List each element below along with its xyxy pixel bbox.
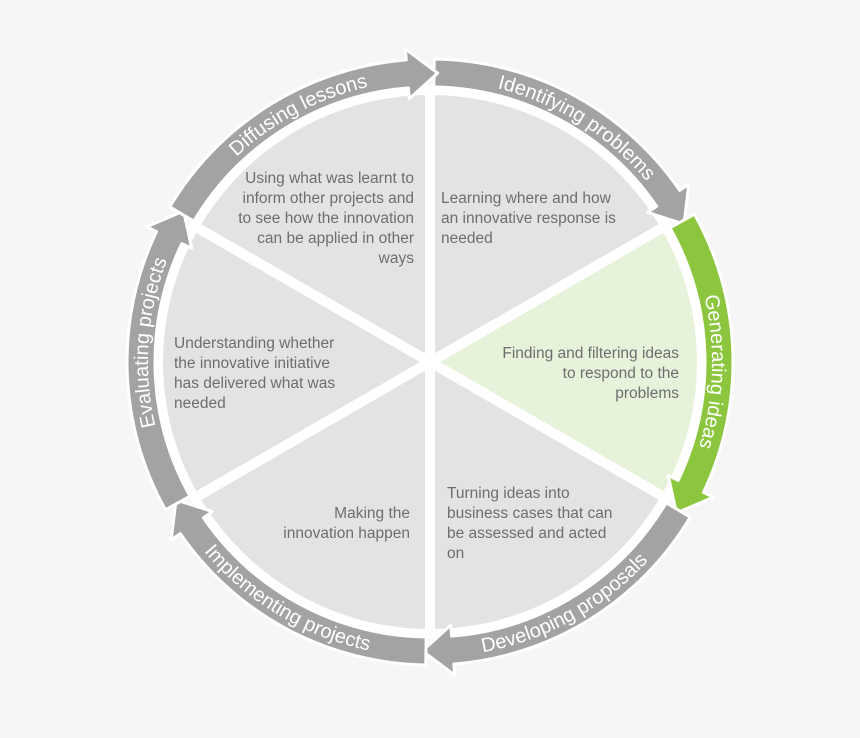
description-line: business cases that can (447, 505, 612, 522)
description-line: inform other projects and (243, 190, 414, 207)
description-diffusing: Using what was learnt to inform other pro… (238, 170, 414, 267)
description-line: can be applied in other (257, 230, 414, 247)
description-line: on (447, 545, 464, 562)
description-line: problems (615, 385, 679, 402)
description-implementing: Making the innovation happen (283, 505, 410, 542)
description-line: needed (174, 395, 226, 412)
segment-identifying (425, 85, 671, 367)
description-line: ways (378, 250, 415, 267)
description-line: be assessed and acted (447, 525, 606, 542)
description-line: Understanding whether (174, 335, 334, 352)
segment-implementing (189, 357, 435, 639)
description-developing: Turning ideas into business cases that ca… (447, 485, 612, 562)
segments (153, 85, 707, 639)
description-line: Learning where and how (441, 190, 612, 207)
description-line: Using what was learnt to (245, 170, 414, 187)
description-line: innovation happen (283, 525, 410, 542)
description-identifying: Learning where and how an innovative resp… (441, 190, 616, 247)
description-generating: Finding and filtering ideas to respond to… (502, 345, 679, 402)
segment-diffusing (189, 85, 435, 367)
description-line: has delivered what was (174, 375, 335, 392)
description-line: an innovative response is (441, 210, 616, 227)
description-line: Turning ideas into (447, 485, 570, 502)
description-line: to see how the innovation (238, 210, 414, 227)
segment-generating (425, 221, 707, 503)
description-line: the innovative initiative (174, 355, 330, 372)
description-line: Finding and filtering ideas (502, 345, 679, 362)
description-line: Making the (334, 505, 410, 522)
ring-arrows (125, 47, 735, 677)
description-evaluating: Understanding whether the innovative init… (174, 335, 335, 412)
description-line: to respond to the (563, 365, 679, 382)
segment-developing (425, 357, 671, 639)
segment-evaluating (153, 221, 435, 503)
description-line: needed (441, 230, 493, 247)
arrow-diffusing (168, 47, 440, 223)
segment-descriptions: Learning where and how an innovative resp… (174, 170, 679, 562)
